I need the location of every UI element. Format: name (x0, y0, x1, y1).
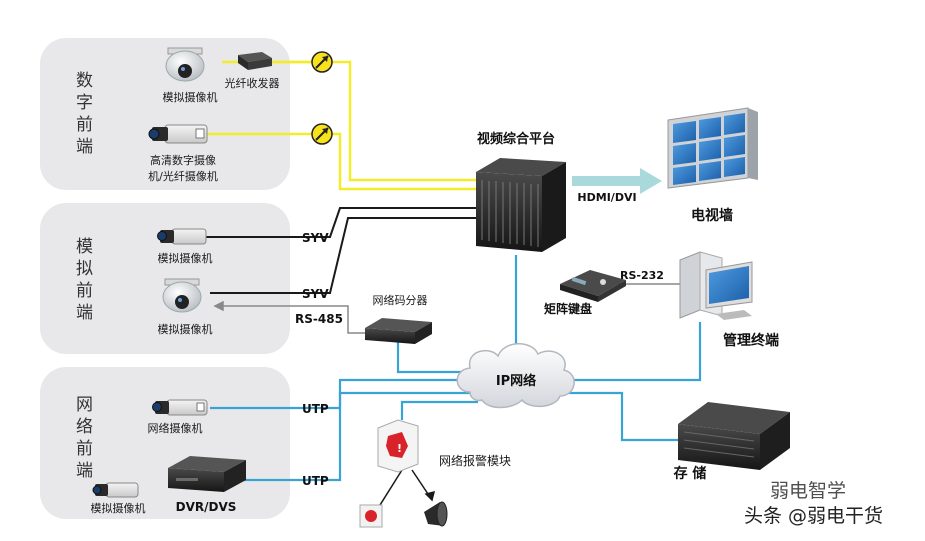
watermark-line2: 头条 @弱电干货 (744, 505, 883, 527)
fiber-lines (205, 60, 478, 191)
analog-camera-label: 模拟摄像机 (163, 90, 218, 104)
ip-lines (210, 255, 702, 482)
fiber-connector-icon (311, 123, 333, 145)
network-camera-label: 网络摄像机 (148, 421, 203, 435)
watermark-line1: 弱电智学 (770, 480, 846, 502)
hdmi-arrow-icon (572, 168, 662, 194)
hdmi-label: HDMI/DVI (577, 191, 636, 204)
alarm-module-label: 网络报警模块 (439, 453, 511, 468)
matrix-keyboard-icon (560, 270, 626, 302)
dvr-icon (168, 456, 246, 492)
network-title-char-1: 网 (76, 395, 93, 415)
video-wall-icon (667, 107, 758, 189)
hd-camera-label-line2: 机/光纤摄像机 (148, 169, 218, 183)
utp-label-2: UTP (302, 474, 329, 488)
analog-title-char-2: 拟 (76, 259, 93, 279)
digital-title-char-1: 数 (76, 71, 93, 91)
analog-title-char-1: 模 (76, 237, 93, 257)
svg-text:!: ! (397, 442, 402, 455)
storage-icon (678, 402, 790, 470)
digital-title-char-4: 端 (76, 137, 93, 157)
dome-camera-icon (162, 278, 202, 313)
network-front-end-panel: 网 络 前 端 (40, 367, 290, 519)
digital-title-char-2: 字 (76, 93, 93, 113)
ip-network-label: IP网络 (496, 373, 536, 389)
hd-camera-label-line1: 高清数字摄像 (150, 153, 216, 167)
rs232-label: RS-232 (620, 269, 664, 282)
code-splitter-label: 网络码分器 (373, 293, 428, 307)
alarm-module-icon: ! (377, 419, 419, 473)
rs485-label: RS-485 (295, 312, 343, 326)
video-platform-icon (476, 158, 566, 252)
rs485-line (213, 300, 365, 334)
box-camera-icon (92, 482, 139, 498)
box-camera-icon (157, 228, 207, 245)
analog-camera-label-4: 模拟摄像机 (91, 501, 146, 515)
fiber-connector-icon (311, 51, 333, 73)
coax-lines (190, 207, 478, 294)
terminal-label: 管理终端 (723, 332, 779, 349)
syv-label-2: SYV (302, 287, 329, 301)
analog-camera-label-3: 模拟摄像机 (158, 322, 213, 336)
keyboard-label: 矩阵键盘 (543, 301, 592, 316)
watermark: 弱电智学 头条 @弱电干货 (744, 480, 883, 527)
network-title-char-4: 端 (76, 461, 93, 481)
code-splitter-icon (365, 318, 432, 344)
fiber-transceiver-label: 光纤收发器 (225, 76, 280, 90)
analog-title-char-4: 端 (76, 303, 93, 323)
network-title-char-3: 前 (76, 439, 93, 459)
syv-label-1: SYV (302, 231, 329, 245)
network-camera-icon (152, 399, 208, 416)
box-camera-icon (148, 124, 208, 144)
siren-speaker-icon (424, 501, 448, 527)
dvr-label: DVR/DVS (176, 500, 237, 514)
digital-front-end-panel: 数 字 前 端 (40, 38, 290, 190)
digital-title-char-3: 前 (76, 115, 93, 135)
analog-camera-label-2: 模拟摄像机 (158, 251, 213, 265)
utp-label-1: UTP (302, 402, 329, 416)
dome-camera-icon (165, 47, 205, 82)
ip-cloud-icon (456, 343, 575, 409)
platform-label: 视频综合平台 (477, 131, 555, 147)
analog-title-char-3: 前 (76, 281, 93, 301)
storage-label: 存 储 (674, 465, 707, 482)
management-terminal-icon (679, 251, 753, 320)
network-title-char-2: 络 (76, 417, 93, 437)
fiber-transceiver-icon (238, 52, 272, 70)
alarm-lines (379, 469, 436, 506)
video-wall-label: 电视墙 (691, 207, 733, 224)
alarm-button-icon (359, 504, 383, 528)
